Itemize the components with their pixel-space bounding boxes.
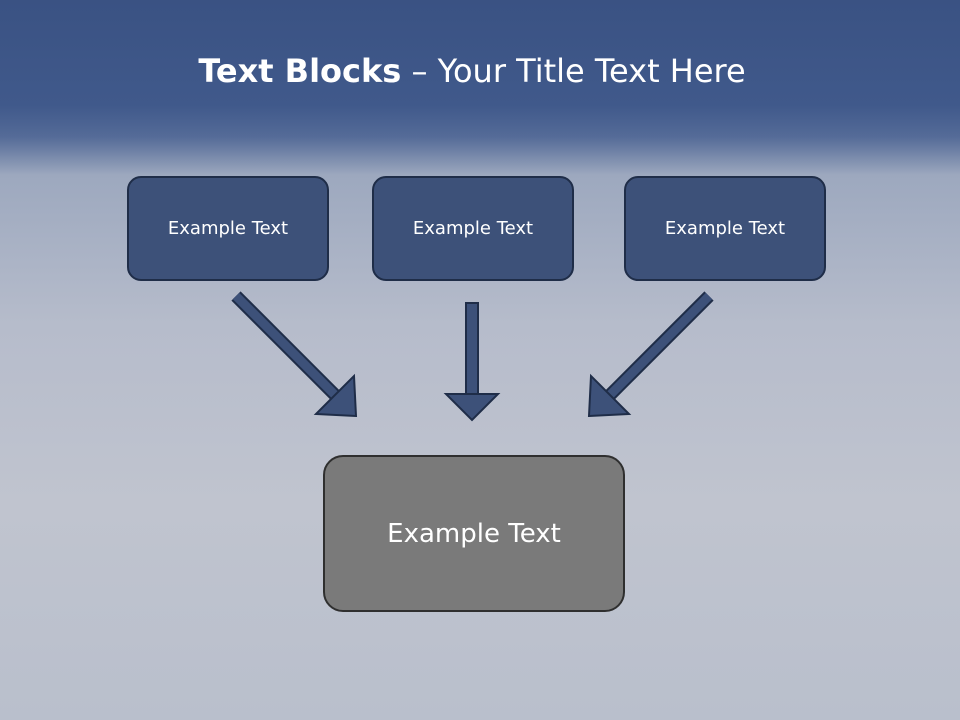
text-block-1-label: Example Text [167,218,289,239]
title-bold-part: Text Blocks [198,52,402,90]
text-block-2-label: Example Text [412,218,534,239]
text-block-3-label: Example Text [664,218,786,239]
text-block-3: Example Text [624,176,826,281]
title-dash: – [401,52,438,90]
result-block: Example Text [323,455,625,612]
text-block-1: Example Text [127,176,329,281]
arrow-right [587,291,714,418]
text-block-2: Example Text [372,176,574,281]
title-rest: Your Title Text Here [437,52,746,90]
header-band [0,0,960,175]
slide-title: Text Blocks – Your Title Text Here [0,52,944,90]
arrow-left [231,291,358,418]
arrow-center [443,302,501,422]
result-block-label: Example Text [387,518,561,549]
